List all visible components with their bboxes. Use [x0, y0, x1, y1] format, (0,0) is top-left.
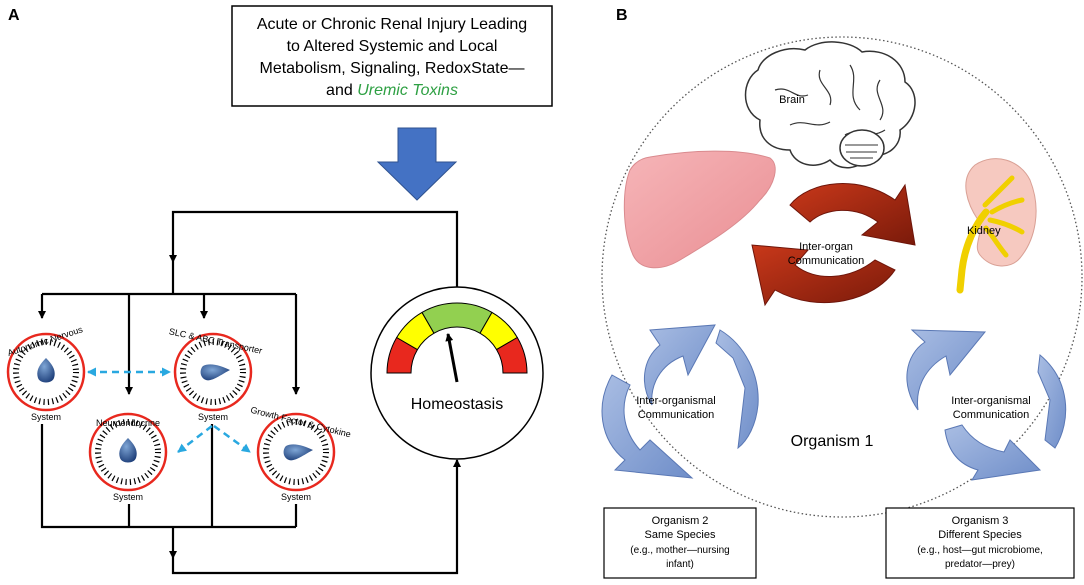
blue-arrow-left-bottom [601, 374, 694, 479]
gauge-autonomic-bottom: System [31, 412, 61, 422]
inter-organismal-left-line1: Inter-organismal [636, 395, 715, 407]
title-line-1: Acute or Chronic Renal Injury Leading [257, 16, 527, 33]
panel-a-letter: A [8, 7, 20, 24]
blue-arrow-left-topleft [643, 324, 716, 406]
brain-folds [774, 64, 886, 136]
gauge-autonomic: Autonomic Nervous System [6, 324, 86, 422]
organism1-label: Organism 1 [791, 433, 874, 450]
gauge-neuroendocrine: Neuroendocrine System [88, 412, 168, 502]
red-arrow-bottom [751, 244, 896, 307]
organism2-line1: Organism 2 [652, 515, 709, 527]
title-line-4-prefix: and [326, 82, 357, 99]
dashed-slc-growth [213, 424, 251, 454]
return-line [171, 459, 461, 575]
bottom-collect-left [40, 424, 296, 529]
organism3-line2: Different Species [938, 529, 1022, 541]
inter-organismal-right-line2: Communication [953, 409, 1029, 421]
dashed-arrows [87, 367, 251, 454]
organism3-box [885, 507, 1075, 579]
kidney-illustration [956, 158, 1037, 294]
kidney-label: Kidney [967, 225, 1001, 237]
ureter [956, 208, 990, 294]
homeostasis-gauge: Homeostasis [370, 286, 544, 460]
gauge-ticks [180, 339, 246, 405]
brain-illustration [744, 41, 916, 169]
gauge-growth-bottom: System [281, 492, 311, 502]
title-line-2: to Altered Systemic and Local [287, 38, 498, 55]
inter-organ-line2: Communication [788, 255, 864, 267]
gauge-growth: Growth Factor & Cytokine System [250, 405, 352, 502]
organism3-line4: predator—prey) [945, 559, 1015, 570]
title-line-3: Metabolism, Signaling, RedoxState— [259, 60, 524, 77]
drop-icon [200, 364, 230, 381]
organism1-circle [601, 36, 1083, 518]
gauge-needle [445, 333, 459, 383]
inter-organismal-right-line1: Inter-organismal [951, 395, 1030, 407]
organism2-line2: Same Species [645, 529, 716, 541]
dashed-slc-neuro [177, 425, 213, 453]
blue-down-arrow [376, 127, 458, 201]
blue-arrow-right-side [1037, 354, 1067, 449]
drop-icon [119, 438, 137, 463]
gauge-ticks [263, 419, 329, 485]
liver-illustration [623, 150, 776, 269]
organism2-box [603, 507, 757, 579]
blue-arrow-right-top [906, 329, 987, 411]
organism2-line3: (e.g., mother—nursing [630, 545, 730, 556]
title-box [231, 5, 553, 107]
gauge-neuro-bottom: System [113, 492, 143, 502]
blue-arrow-left-top [715, 329, 759, 450]
gauge-ticks [13, 339, 79, 405]
inter-organismal-left-line2: Communication [638, 409, 714, 421]
uremic-toxins-text: Uremic Toxins [357, 82, 458, 99]
kidney-body [965, 158, 1037, 267]
cerebellum [839, 129, 885, 167]
feedback-lines [38, 210, 461, 575]
organism3-line3: (e.g., host—gut microbiome, [917, 545, 1043, 556]
panel-b-letter: B [616, 7, 628, 24]
top-loop-line [169, 210, 459, 287]
gauge-neuro-top: Neuroendocrine [96, 418, 160, 428]
gauge-ticks [95, 419, 161, 485]
title-line-4: and Uremic Toxins [326, 82, 458, 99]
cerebellum-lines [845, 144, 878, 159]
kidney-calyces [982, 175, 1025, 258]
blue-arrow-right-bottom [944, 424, 1042, 481]
gauge-slc-bottom: System [198, 412, 228, 422]
organism2-line4: infant) [666, 559, 694, 570]
red-arrow-top [789, 183, 916, 246]
gauge-seg-red-right [495, 336, 528, 374]
inter-organ-line1: Inter-organ [799, 241, 853, 253]
gauge-slc: SLC & ABC Transporter System [168, 326, 263, 422]
brain-label: Brain [779, 94, 805, 106]
homeostasis-label: Homeostasis [411, 396, 503, 413]
drop-icon [283, 444, 313, 461]
organism3-line1: Organism 3 [952, 515, 1009, 527]
drop-icon [37, 358, 55, 383]
